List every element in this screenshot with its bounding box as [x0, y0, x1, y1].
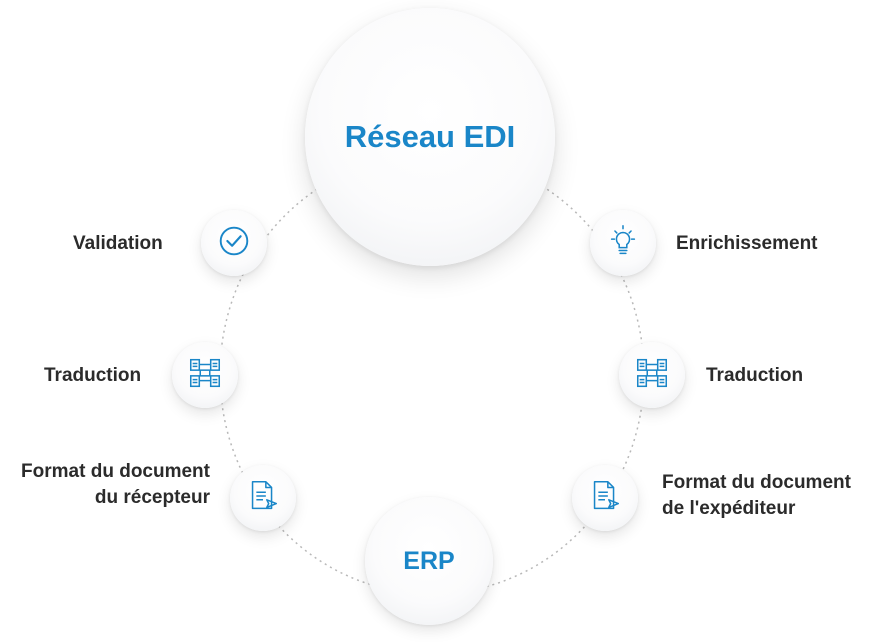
sender-format-node	[572, 465, 638, 531]
document-send-icon	[244, 477, 282, 520]
erp-title: ERP	[403, 546, 455, 575]
validation-label: Validation	[73, 233, 163, 254]
erp-bubble: ERP	[365, 497, 493, 625]
lightbulb-icon	[604, 222, 642, 265]
validation-node	[201, 210, 267, 276]
sender-format-label-line2: de l'expéditeur	[662, 498, 796, 519]
translation-right-node	[619, 342, 685, 408]
receiver-format-label: Format du document du récepteur	[0, 459, 210, 511]
sender-format-label: Format du document de l'expéditeur	[662, 470, 851, 522]
enrichment-node	[590, 210, 656, 276]
edi-network-title: Réseau EDI	[344, 119, 516, 154]
receiver-format-label-line1: Format du document	[21, 461, 210, 482]
checkmark-circle-icon	[215, 222, 253, 265]
receiver-format-label-line2: du récepteur	[94, 487, 210, 508]
document-mapping-icon	[633, 354, 671, 397]
document-mapping-icon	[186, 354, 224, 397]
enrichment-label: Enrichissement	[676, 233, 818, 254]
edi-network-bubble: Réseau EDI	[305, 8, 555, 266]
translation-right-label: Traduction	[706, 365, 804, 386]
translation-left-label: Traduction	[44, 365, 142, 386]
sender-format-label-line1: Format du document	[662, 472, 851, 493]
translation-left-node	[172, 342, 238, 408]
document-send-icon	[586, 477, 624, 520]
receiver-format-node	[230, 465, 296, 531]
